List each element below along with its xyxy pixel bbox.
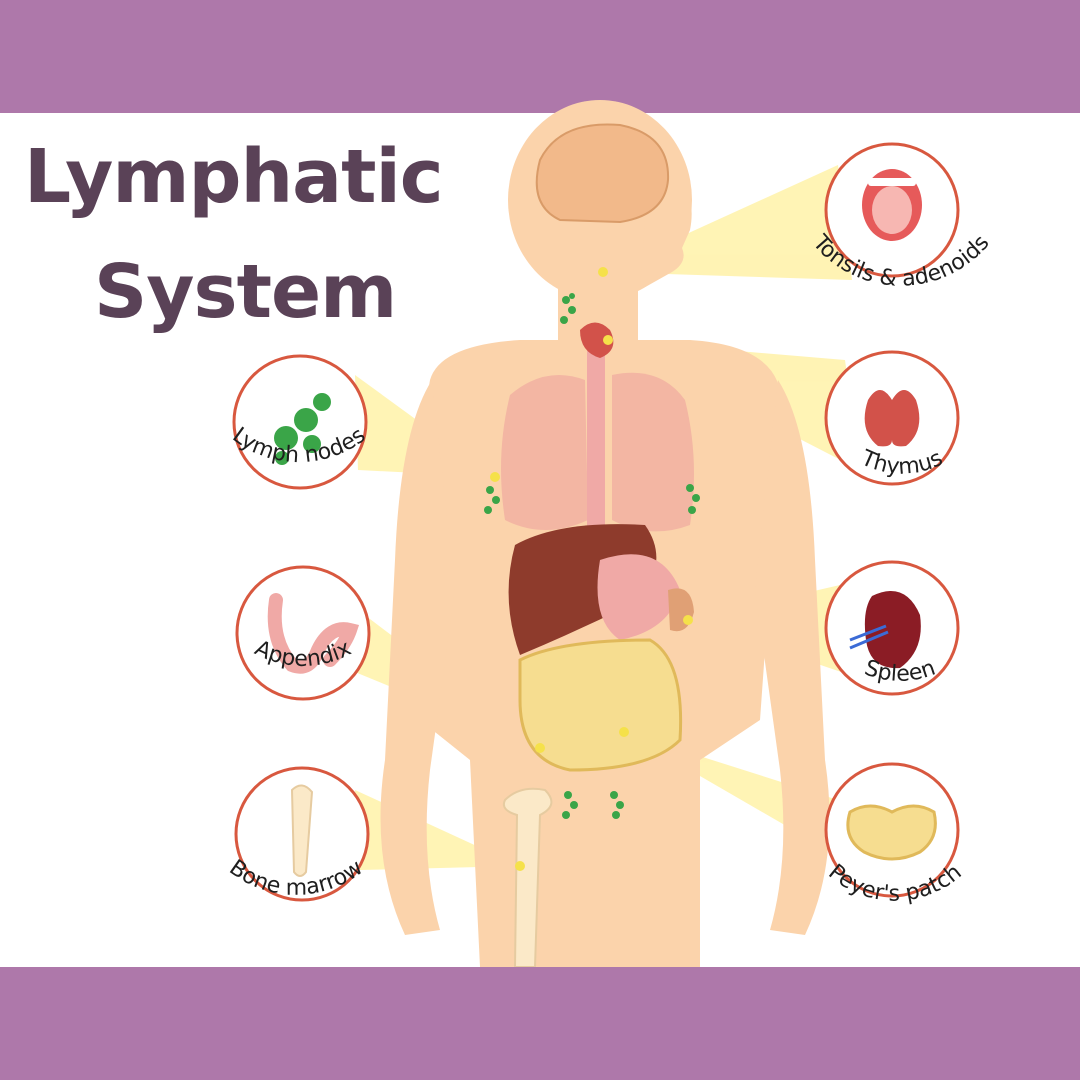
- title-line-1: Lymphatic: [24, 134, 444, 220]
- right-lung: [612, 372, 694, 532]
- stomach: [597, 554, 680, 640]
- circle-thymus: [824, 350, 960, 486]
- bone-femur: [502, 787, 553, 968]
- trachea: [587, 345, 605, 545]
- dot-peyers: [619, 727, 629, 737]
- left-arm: [380, 380, 455, 935]
- circle-appendix: [235, 565, 371, 701]
- node-cluster-groin-right: [610, 791, 624, 819]
- intestines: [518, 638, 683, 772]
- circle-peyers: [824, 762, 960, 898]
- top-band: [0, 0, 1080, 113]
- dot-spleen: [683, 615, 693, 625]
- dot-appendix: [535, 743, 545, 753]
- title-line-2: System: [94, 249, 397, 335]
- dot-bone: [515, 861, 525, 871]
- location-dots: [490, 267, 693, 871]
- lymph-node-clusters: [484, 293, 700, 819]
- node-cluster-neck: [560, 293, 576, 324]
- left-lung: [501, 375, 588, 530]
- node-cluster-groin-left: [562, 791, 578, 819]
- circle-tonsils: [824, 142, 960, 278]
- lymph-node-icon: [274, 393, 331, 465]
- node-cluster-armpit-left: [484, 486, 500, 514]
- thyroid: [580, 322, 614, 358]
- bottom-band: [0, 967, 1080, 1080]
- right-arm: [755, 380, 830, 935]
- brain: [535, 123, 670, 224]
- circle-spleen: [824, 560, 960, 696]
- bone-icon: [290, 784, 314, 877]
- appendix-icon: [267, 593, 360, 674]
- node-cluster-armpit-right: [686, 484, 700, 514]
- circle-bone: [234, 766, 370, 902]
- dot-thymus: [603, 335, 613, 345]
- spleen-icon: [864, 590, 921, 669]
- dot-tonsils: [598, 267, 608, 277]
- dot-lymph: [490, 472, 500, 482]
- circle-lymph: [232, 354, 368, 490]
- thymus-icon: [864, 390, 920, 447]
- intestine-icon: [846, 804, 937, 861]
